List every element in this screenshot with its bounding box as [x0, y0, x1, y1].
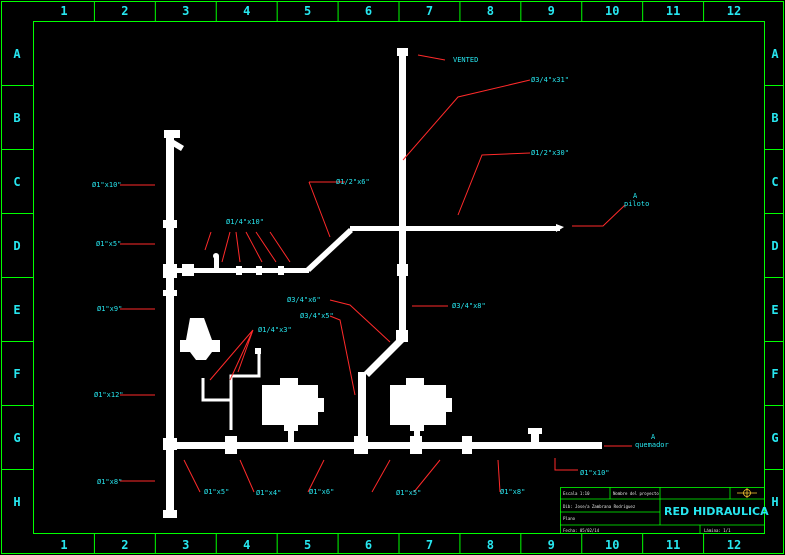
title-block	[560, 487, 765, 534]
title-drawn-by: Dib: Jose/a Zambrana Rodriguez	[563, 504, 636, 509]
riser-top-fitting	[164, 130, 180, 138]
grid-col-top-6: 6	[364, 4, 373, 18]
grid-col-top-2: 2	[121, 4, 129, 18]
grid-col-bottom-1: 1	[60, 538, 68, 552]
grid-col-bottom-4: 4	[243, 538, 251, 552]
label-d1x5-bottom2: Ø1"x5"	[396, 489, 422, 497]
leader-lines	[120, 54, 632, 493]
label-d34x6: Ø3/4"x6"	[287, 296, 321, 304]
grid-col-top-10: 10	[604, 4, 620, 18]
label-quemador: quemador	[635, 441, 669, 449]
burner-unit-2	[390, 385, 446, 425]
grid-row-right-D: D	[771, 238, 779, 253]
grid-row-left-C: C	[13, 174, 21, 189]
title-project: Nombre del proyecto	[613, 491, 659, 496]
title-brand: RED HIDRAULICA	[664, 505, 769, 518]
label-d1x5-bottom1: Ø1"x5"	[204, 488, 230, 496]
label-d1x6: Ø1"x6"	[309, 488, 335, 496]
pilot-diagonal	[306, 228, 353, 272]
grid-col-top-5: 5	[304, 4, 312, 18]
grid-col-bottom-8: 8	[486, 538, 494, 552]
label-d34x8: Ø3/4"x8"	[452, 302, 486, 310]
grid-row-left-H: H	[13, 494, 21, 509]
label-a-piloto: A	[633, 192, 638, 200]
label-d34x31: Ø3/4"x31"	[531, 76, 569, 84]
burner-diagonal	[364, 338, 404, 377]
grid-row-right-B: B	[771, 110, 779, 125]
label-d34x5-left: Ø3/4"x5"	[300, 312, 334, 320]
burner-main-line	[174, 442, 602, 449]
grid-row-right-F: F	[771, 366, 779, 381]
riser-top-elbow	[171, 140, 184, 151]
label-d1x8-bottom: Ø1"x8"	[500, 488, 526, 496]
grid-col-top-3: 3	[182, 4, 190, 18]
label-d12x30: Ø1/2"x30"	[531, 149, 569, 157]
title-scale: Escala 1:10	[563, 491, 590, 496]
label-piloto: piloto	[624, 200, 650, 208]
grid-col-bottom-6: 6	[364, 538, 373, 552]
label-d1x10: Ø1"x10"	[92, 181, 122, 189]
grid-row-left-F: F	[13, 366, 21, 381]
label-d12x6: Ø1/2"x6"	[336, 178, 370, 186]
grid-col-bottom-12: 12	[726, 538, 742, 552]
grid-col-bottom-9: 9	[547, 538, 555, 552]
grid-row-left-D: D	[13, 238, 21, 253]
label-a-quemador: A	[651, 433, 656, 441]
label-d1x10-bottom: Ø1"x10"	[580, 469, 610, 477]
grid-col-top-1: 1	[60, 4, 68, 18]
label-d1x8-left: Ø1"x8"	[97, 478, 123, 486]
pilot-line	[350, 226, 560, 231]
grid-col-bottom-10: 10	[604, 538, 620, 552]
label-d14x10: Ø1/4"x10"	[226, 218, 264, 226]
grid-row-left-G: G	[13, 430, 21, 445]
label-d1x9: Ø1"x9"	[97, 305, 123, 313]
regulator	[186, 318, 212, 340]
main-riser	[166, 138, 174, 518]
label-d14x3: Ø1/4"x3"	[258, 326, 292, 334]
grid-row-left-A: A	[13, 46, 21, 61]
grid-row-right-H: H	[771, 494, 779, 509]
grid-col-bottom-5: 5	[304, 538, 312, 552]
grid-col-top-7: 7	[425, 4, 434, 18]
grid-row-left-B: B	[13, 110, 21, 125]
grid-col-bottom-11: 11	[665, 538, 681, 552]
label-d1x5: Ø1"x5"	[96, 240, 122, 248]
label-d1x4: Ø1"x4"	[256, 489, 282, 497]
grid-row-right-G: G	[771, 430, 779, 445]
grid-col-bottom-3: 3	[182, 538, 190, 552]
title-field: Plano	[563, 516, 576, 521]
grid-col-bottom-7: 7	[425, 538, 434, 552]
grid-row-left-E: E	[13, 302, 21, 317]
pipe-network	[163, 48, 602, 518]
grid-col-top-12: 12	[726, 4, 742, 18]
label-vented: VENTED	[453, 56, 479, 64]
grid-col-bottom-2: 2	[121, 538, 129, 552]
vent-riser	[399, 52, 406, 332]
grid-row-right-A: A	[771, 46, 779, 61]
label-d1x12: Ø1"x12"	[94, 391, 124, 399]
grid-col-top-8: 8	[486, 4, 494, 18]
grid-row-right-E: E	[771, 302, 779, 317]
grid-col-top-11: 11	[665, 4, 681, 18]
title-sheet: Lámina: 1/1	[704, 528, 731, 533]
grid-col-top-9: 9	[547, 4, 555, 18]
title-date: Fecha: 05/02/14	[563, 528, 600, 533]
grid-row-right-C: C	[771, 174, 779, 189]
grid-col-top-4: 4	[243, 4, 251, 18]
burner-unit-1	[262, 385, 318, 425]
